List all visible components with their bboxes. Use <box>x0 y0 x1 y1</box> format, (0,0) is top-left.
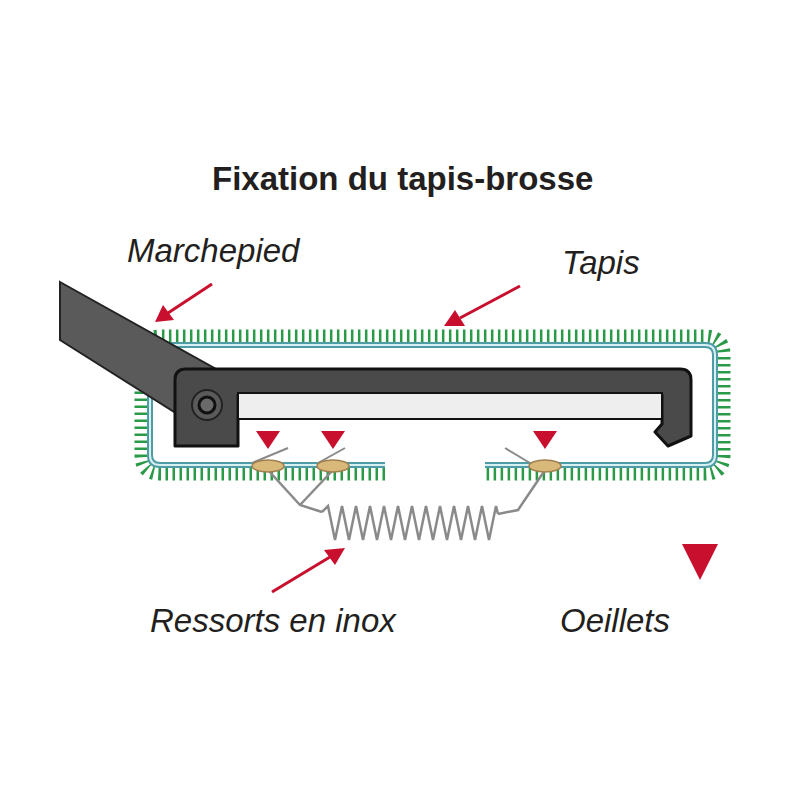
spring-coil <box>322 506 498 540</box>
step-arm <box>60 282 232 432</box>
legend-label: Oeillets <box>560 602 670 640</box>
spring-wire <box>300 470 333 505</box>
eyelet <box>317 460 349 472</box>
arrowhead <box>444 310 465 326</box>
platform-inner-strip <box>238 393 662 419</box>
leader-line <box>460 286 520 318</box>
pivot-hole <box>199 397 215 413</box>
mat-backing <box>150 345 715 465</box>
part-label: Ressorts en inox <box>150 602 396 640</box>
diagram-title: Fixation du tapis-brosse <box>212 160 593 198</box>
eyelet-marker <box>256 431 280 449</box>
spring-hook <box>505 448 530 463</box>
pivot <box>192 390 222 420</box>
step-platform <box>175 369 691 446</box>
leader-line <box>272 557 330 592</box>
eyelet <box>252 460 284 472</box>
legend-swatch <box>682 544 718 580</box>
part-label: Tapis <box>562 244 640 282</box>
spring-wire <box>498 470 545 514</box>
eyelet-marker <box>321 431 345 449</box>
mat-backing-inner <box>150 345 715 465</box>
eyelet <box>529 460 561 472</box>
arrowhead <box>155 305 174 322</box>
part-label: Marchepied <box>127 232 299 270</box>
eyelet-marker <box>533 431 557 449</box>
arrowhead <box>324 548 345 565</box>
leader-line <box>168 284 212 313</box>
mat-bristles <box>142 337 723 473</box>
